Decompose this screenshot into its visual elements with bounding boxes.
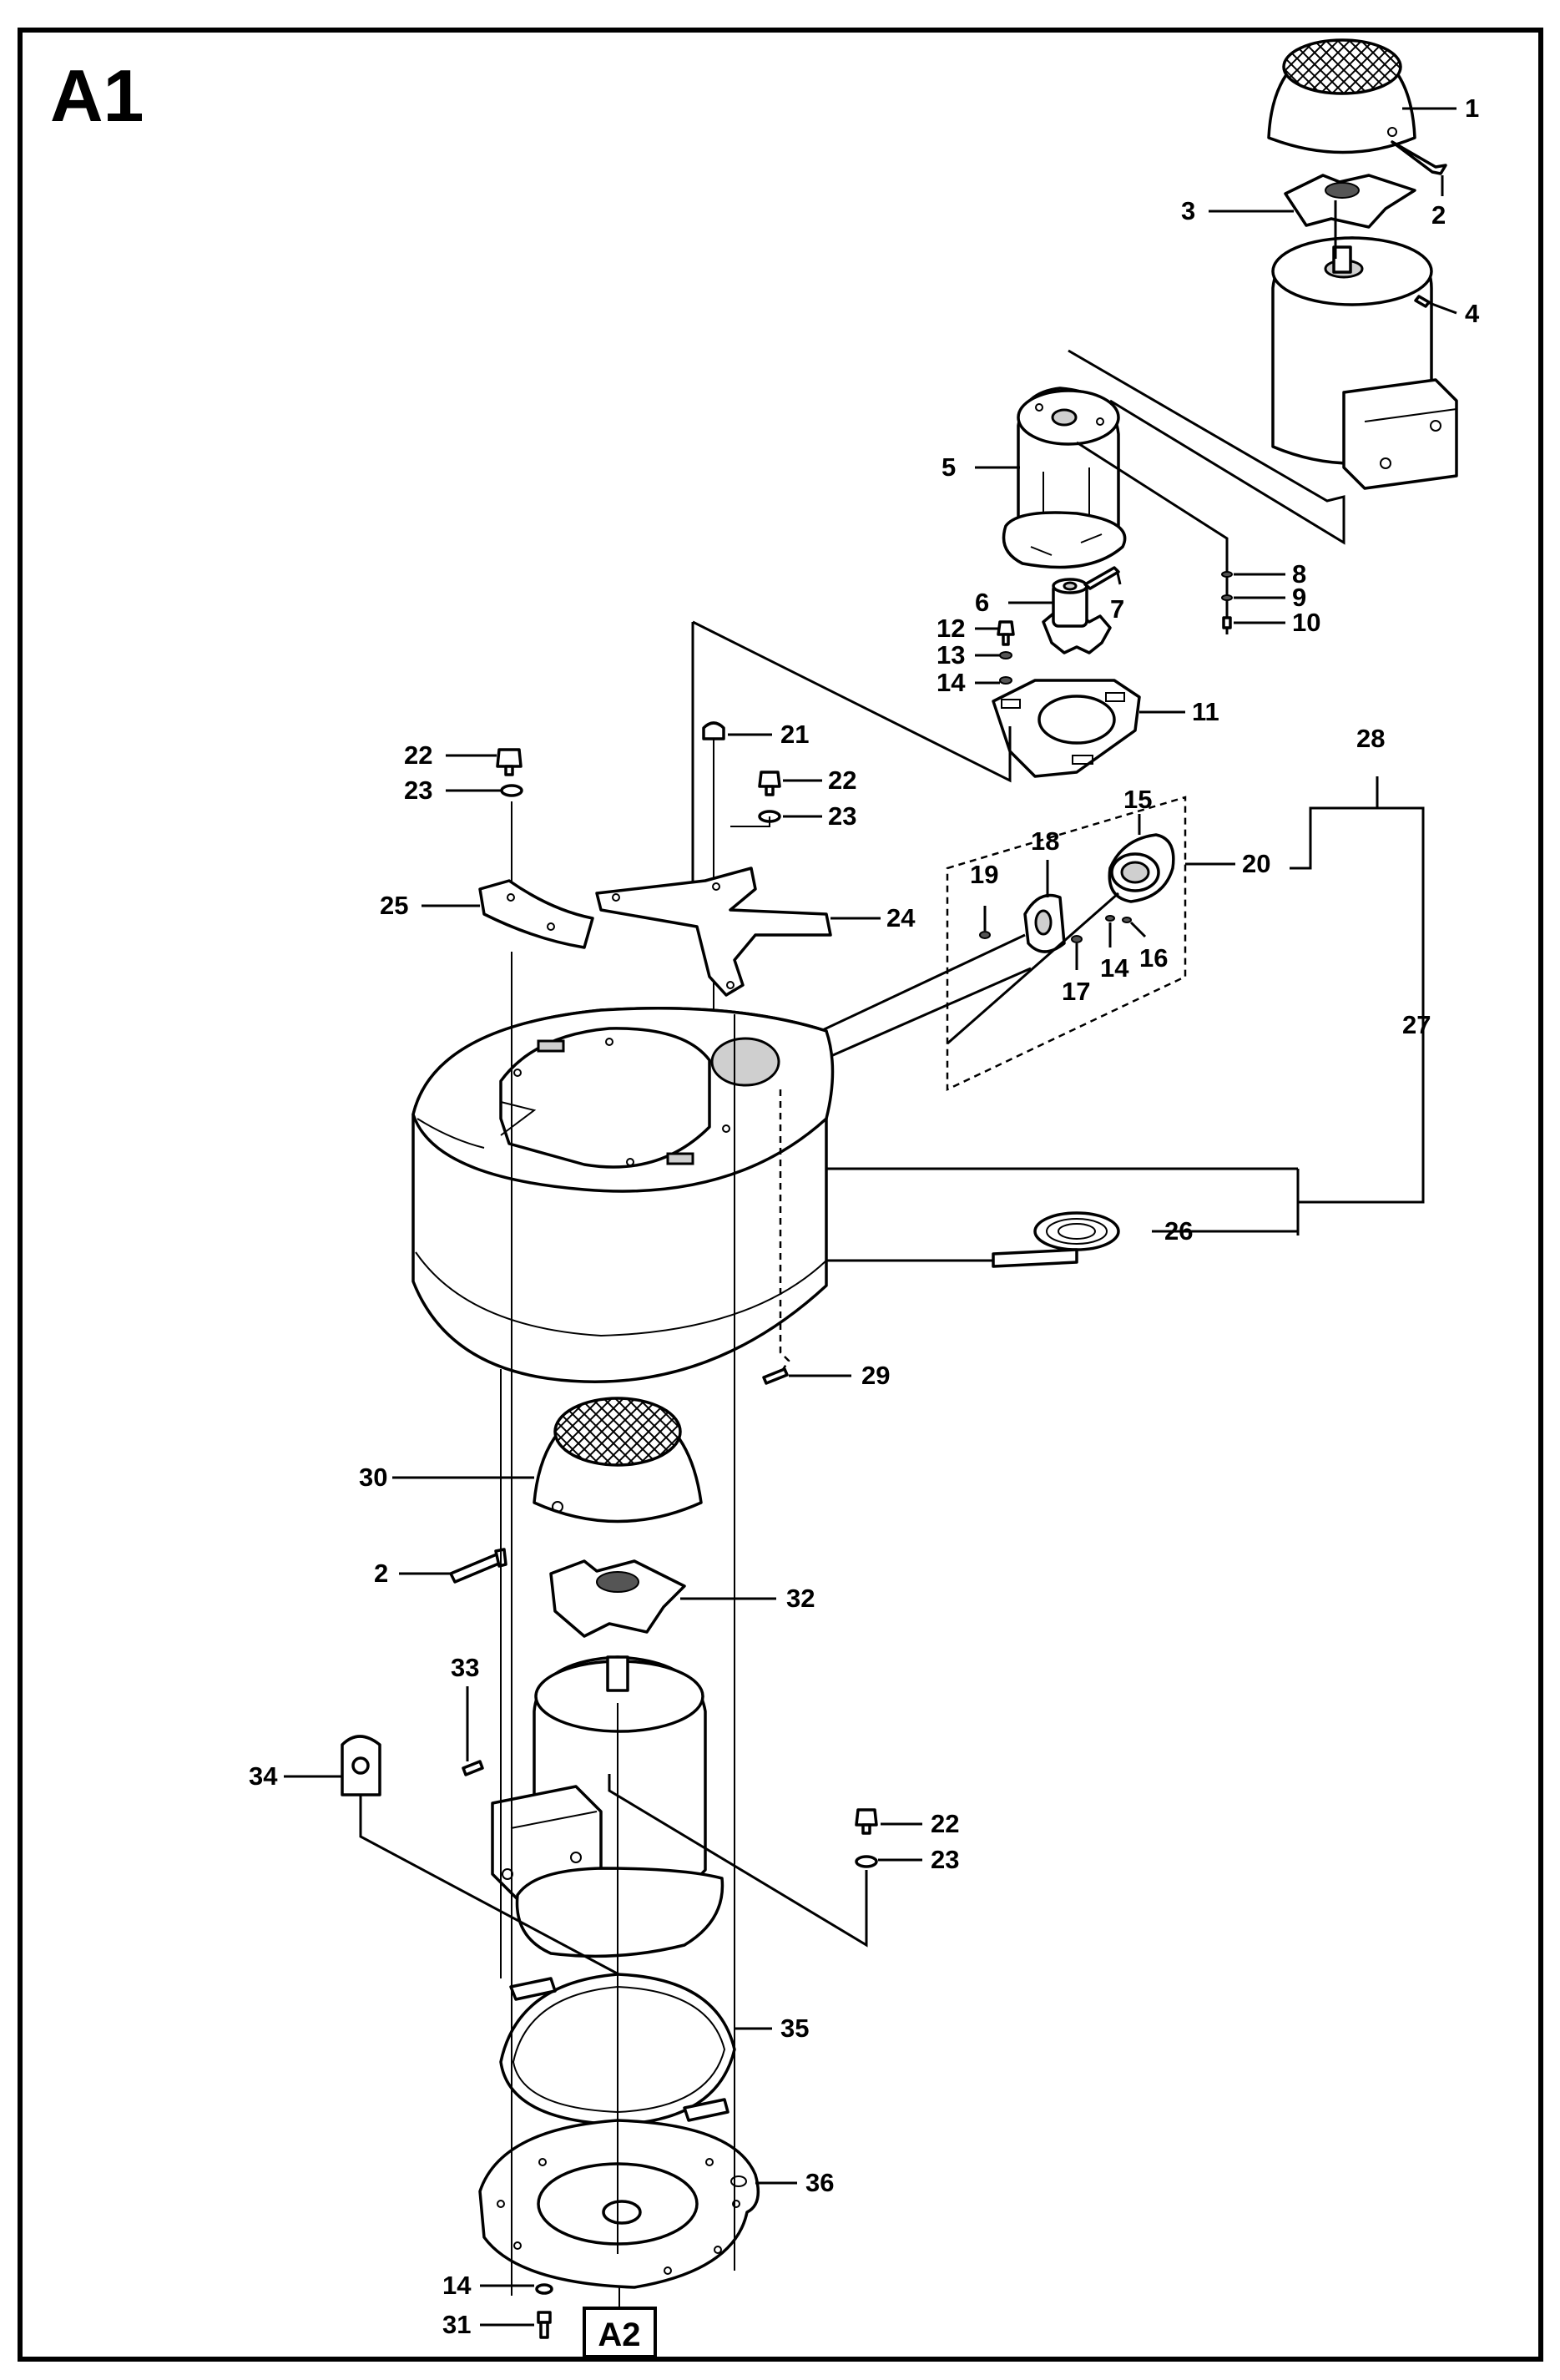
support-plate-25 [478,879,594,949]
callout-18: 18 [1031,826,1059,856]
washer-23-upper-left [500,784,523,797]
callout-14-base: 14 [442,2271,472,2300]
callout-2-lower: 2 [374,1559,388,1588]
bolt-22-lower [855,1808,878,1835]
page-frame [18,28,1543,2362]
callout-10: 10 [1292,608,1320,637]
callout-28: 28 [1356,724,1385,753]
bolt-22-upper-left [496,748,523,776]
callout-22-upper-center: 22 [828,766,856,795]
callout-7: 7 [1110,594,1124,624]
callout-9: 9 [1292,583,1306,612]
callout-34: 34 [249,1761,278,1791]
washers-8-9-10 [1221,571,1233,629]
housing-drum [411,1007,835,1383]
callout-22-upper-left: 22 [404,740,432,770]
callout-15: 15 [1123,785,1152,814]
bracket-24 [595,867,832,997]
alignment-lines [500,952,735,2337]
callout-23-upper-left: 23 [404,776,432,805]
washer-23-lower [855,1855,878,1868]
tape-26 [992,1211,1120,1268]
callout-14-connector: 14 [1100,953,1129,983]
group-bracket-lines [826,776,1425,1262]
callout-23-lower: 23 [931,1845,959,1874]
callout-33: 33 [451,1653,479,1682]
callout-17: 17 [1062,977,1090,1006]
screw-4 [1414,295,1431,308]
screw-2-top [1391,140,1447,175]
motor-plate-11 [992,679,1141,778]
leader-plate-frame [692,620,1012,783]
bracket-34 [341,1735,381,1796]
callout-12: 12 [937,614,965,643]
callout-25: 25 [380,891,408,920]
callout-6: 6 [975,588,989,617]
screw-16 [1122,917,1132,923]
callout-2-top: 2 [1431,200,1446,230]
callout-29: 29 [861,1361,890,1390]
callout-13: 13 [937,640,965,670]
screw-29 [762,1367,789,1385]
cable-dashed-29 [779,1089,790,1374]
washer-14-connector [1105,915,1115,922]
leader-motor-frame [1068,349,1345,545]
callout-21: 21 [780,720,809,749]
fan-blade-32 [549,1559,686,1638]
connector-15 [1108,833,1175,903]
callout-labels: 1 2 3 4 5 6 7 8 9 10 11 12 13 14 15 16 1… [249,93,1480,2339]
callout-35: 35 [780,2014,809,2043]
callout-26: 26 [1164,1216,1193,1246]
sub-assembly-box-20 [946,796,1187,1091]
callout-leaders [284,107,1457,2327]
fan-cover-30 [533,1397,703,1524]
gear-motor-5 [1002,387,1127,569]
callout-4: 4 [1465,299,1480,328]
callout-23-upper-center: 23 [828,801,856,831]
motor-body-top [1271,236,1458,490]
callout-22-lower: 22 [931,1809,959,1838]
page-title: A1 [50,54,144,137]
base-plate-36 [478,2119,760,2289]
callout-1: 1 [1465,93,1479,123]
fan-cover-top [1267,38,1416,154]
callout-14-upper: 14 [937,668,966,697]
bolt-12-washers-13-14 [997,620,1015,685]
bolt-22-upper-center [758,771,781,796]
callout-20: 20 [1242,849,1270,878]
callout-32: 32 [786,1584,815,1613]
nut-19 [979,931,991,939]
callout-30: 30 [359,1463,387,1492]
screw-2-lower [449,1548,507,1584]
callout-11: 11 [1192,697,1219,726]
callout-31: 31 [442,2310,471,2339]
callout-8: 8 [1292,559,1306,589]
callout-5: 5 [942,452,956,482]
reference-box-label: A2 [598,2317,640,2353]
flange-18 [1023,893,1066,953]
fan-blade-top [1284,174,1416,229]
screw-31 [537,2311,552,2339]
callout-3: 3 [1181,196,1195,225]
sprocket-6 [1042,578,1112,654]
callout-36: 36 [805,2168,834,2197]
nut-17 [1071,935,1083,943]
screw-33 [462,1760,484,1776]
callout-24: 24 [886,903,916,932]
motor-body-lower [491,1655,724,1958]
callout-16: 16 [1139,943,1168,973]
washer-14-base [535,2283,553,2295]
callout-19: 19 [970,860,998,889]
callout-27: 27 [1402,1010,1431,1039]
screw-7 [1083,566,1120,590]
